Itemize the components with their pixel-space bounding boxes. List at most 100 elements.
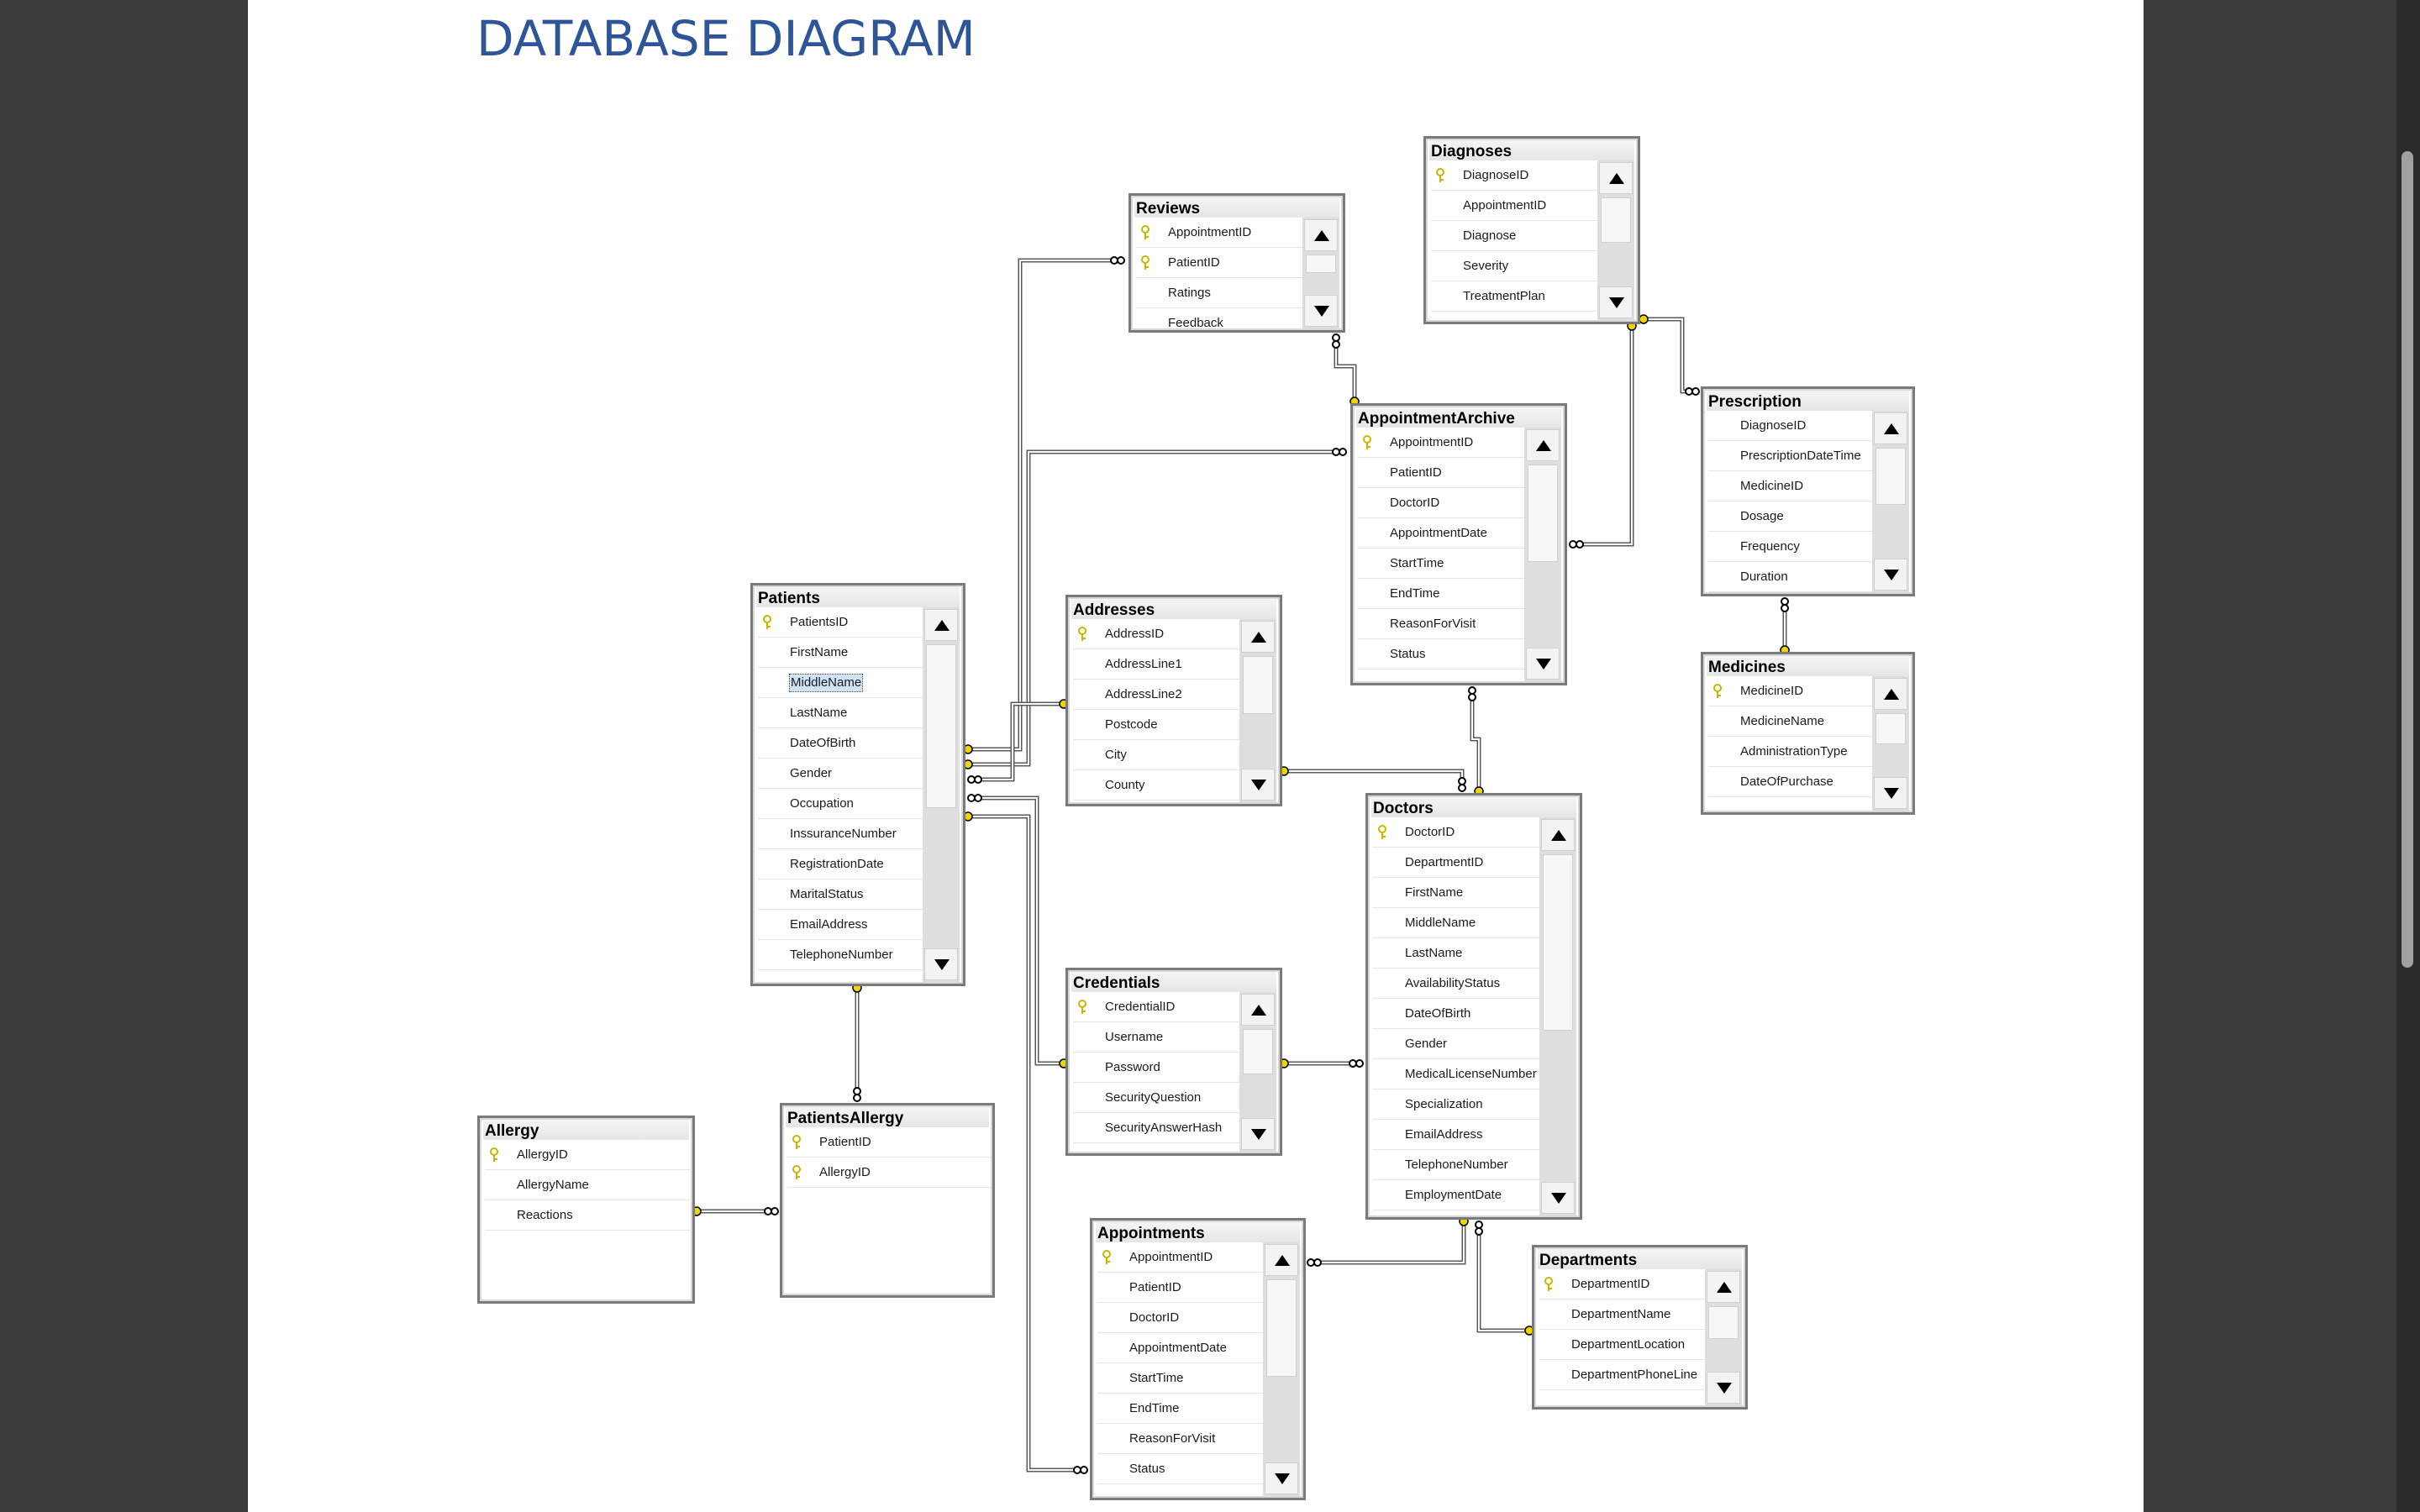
column-row[interactable]: AddressID [1073,619,1246,649]
column-row[interactable]: Feedback [1136,308,1309,330]
scroll-thumb[interactable] [1543,854,1573,1032]
scroll-down-arrow-icon[interactable] [1874,559,1907,591]
column-row[interactable]: TelephoneNumber [758,940,929,970]
column-row[interactable]: AvailabilityStatus [1373,969,1546,999]
scroll-down-arrow-icon[interactable] [924,948,958,980]
scroll-down-arrow-icon[interactable] [1304,295,1338,327]
table-scrollbar[interactable] [1872,676,1909,811]
column-row[interactable]: Password [1073,1053,1246,1083]
column-row[interactable]: MiddleName [758,668,929,698]
column-row[interactable]: Ratings [1136,278,1309,308]
column-row[interactable]: AllergyName [485,1170,692,1200]
scroll-thumb[interactable] [1266,1279,1297,1377]
column-row[interactable]: TreatmentPlan [1431,281,1604,312]
column-row[interactable]: PatientsID [758,607,929,638]
column-row[interactable]: Dosage [1708,501,1880,532]
column-row[interactable]: AppointmentID [1136,218,1309,248]
scroll-thumb[interactable] [1528,465,1558,562]
column-row[interactable]: StartTime [1358,549,1531,579]
column-row[interactable]: AppointmentDate [1358,518,1531,549]
table-scrollbar[interactable] [1239,619,1276,802]
page-scrollbar-thumb[interactable] [2402,151,2413,968]
scroll-thumb[interactable] [1306,255,1336,273]
column-row[interactable]: PatientID [1136,248,1309,278]
column-row[interactable]: ReasonForVisit [1358,609,1531,639]
scroll-thumb[interactable] [1876,713,1906,745]
relationship-doctors-to-credentials[interactable] [1279,1058,1364,1068]
column-row[interactable]: SecurityAnswerHash [1073,1113,1246,1143]
table-title[interactable]: Departments [1538,1249,1742,1269]
column-row[interactable]: ReasonForVisit [1097,1424,1270,1454]
relationship-patientsallergy-to-allergy[interactable] [692,1206,779,1216]
column-row[interactable]: Status [1358,639,1531,669]
table-scrollbar[interactable] [1524,428,1561,681]
relationship-appointmentarchive-to-doctors[interactable] [1468,686,1484,796]
table-scrollbar[interactable] [1597,160,1634,320]
column-row[interactable]: AllergyID [485,1140,692,1170]
column-row[interactable]: StartTime [1097,1363,1270,1394]
column-row[interactable]: Occupation [758,789,929,819]
column-row[interactable]: EmploymentDate [1373,1180,1546,1210]
column-row[interactable]: Username [1073,1022,1246,1053]
column-row[interactable]: EndTime [1097,1394,1270,1424]
relationship-prescription-to-diagnoses[interactable] [1639,314,1700,396]
table-title[interactable]: Prescription [1707,391,1909,411]
column-row[interactable]: Status [1097,1454,1270,1484]
column-row[interactable]: DepartmentLocation [1539,1330,1712,1360]
column-row[interactable]: DateOfPurchase [1708,767,1880,797]
table-scrollbar[interactable] [1872,411,1909,592]
table-title[interactable]: Diagnoses [1429,140,1634,160]
column-row[interactable]: LastName [1373,938,1546,969]
scroll-down-arrow-icon[interactable] [1265,1462,1298,1494]
relationship-reviews-to-appointmentarchive[interactable] [1332,333,1360,407]
table-title[interactable]: PatientsAllergy [786,1107,989,1127]
column-row[interactable]: DepartmentPhoneLine [1539,1360,1712,1390]
table-scrollbar[interactable] [1302,218,1339,328]
column-row[interactable]: Gender [758,759,929,789]
scroll-up-arrow-icon[interactable] [1874,412,1907,444]
scroll-down-arrow-icon[interactable] [1707,1372,1740,1404]
column-row[interactable]: DateOfBirth [1373,999,1546,1029]
column-row[interactable]: Specialization [1373,1089,1546,1120]
scroll-down-arrow-icon[interactable] [1541,1182,1575,1214]
scroll-down-arrow-icon[interactable] [1599,286,1633,318]
column-row[interactable]: FirstName [758,638,929,668]
column-row[interactable]: Frequency [1708,532,1880,562]
column-row[interactable]: Reactions [485,1200,692,1231]
column-row[interactable]: PrescriptionDateTime [1708,441,1880,471]
table-title[interactable]: Doctors [1371,797,1576,817]
column-row[interactable]: EmailAddress [758,910,929,940]
column-row[interactable]: MaritalStatus [758,879,929,910]
column-row[interactable]: SecurityQuestion [1073,1083,1246,1113]
table-title[interactable]: Allergy [483,1120,689,1140]
column-row[interactable]: DepartmentName [1539,1299,1712,1330]
column-row[interactable]: AppointmentDate [1097,1333,1270,1363]
column-row[interactable]: MiddleName [1373,908,1546,938]
column-row[interactable]: DepartmentID [1539,1269,1712,1299]
column-row[interactable]: AppointmentID [1358,428,1531,458]
relationship-patients-to-credentials[interactable] [967,794,1069,1068]
column-row[interactable]: County [1073,770,1246,801]
column-row[interactable]: TelephoneNumber [1373,1150,1546,1180]
column-row[interactable]: CredentialID [1073,992,1246,1022]
scroll-up-arrow-icon[interactable] [1874,678,1907,710]
column-row[interactable]: Duration [1708,562,1880,592]
column-row[interactable]: EndTime [1358,579,1531,609]
scroll-up-arrow-icon[interactable] [924,609,958,641]
column-row[interactable]: DateOfBirth [758,728,929,759]
scroll-thumb[interactable] [1708,1306,1739,1339]
table-title[interactable]: AppointmentArchive [1356,407,1561,428]
scroll-thumb[interactable] [926,644,956,808]
scroll-up-arrow-icon[interactable] [1265,1244,1298,1276]
table-scrollbar[interactable] [1239,992,1276,1152]
column-row[interactable]: MedicalLicenseNumber [1373,1059,1546,1089]
column-row[interactable]: PatientID [787,1127,991,1158]
table-scrollbar[interactable] [923,607,960,982]
relationship-doctors-to-addresses[interactable] [1279,766,1466,792]
